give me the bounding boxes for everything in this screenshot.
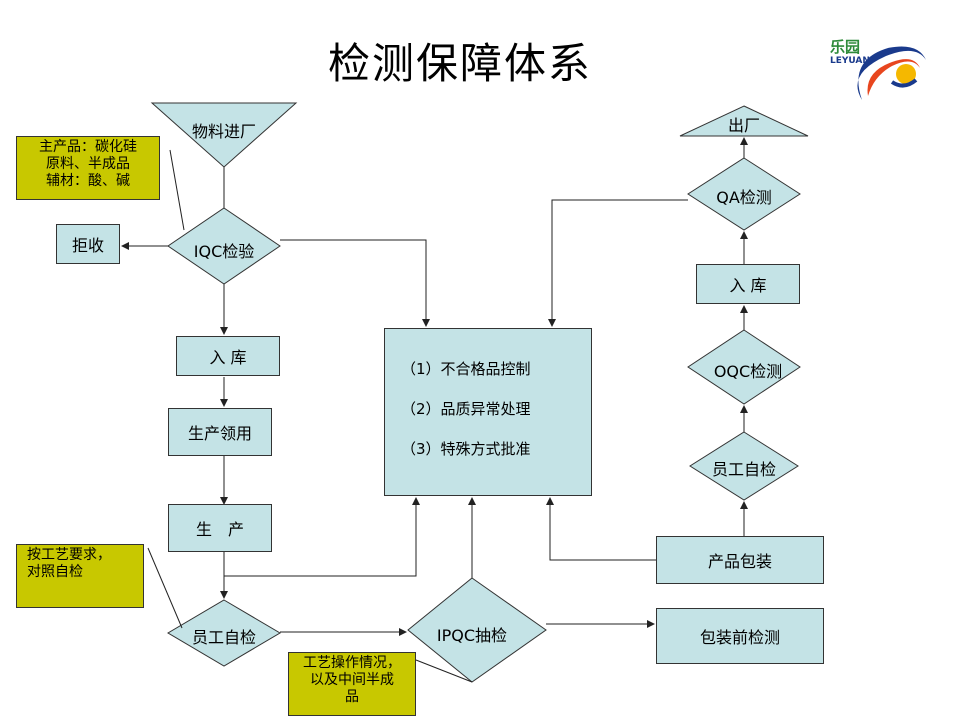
out-label: 出厂 [727,116,760,135]
iqc-label: IQC检验 [193,242,255,261]
process-note: 按工艺要求， 对照自检 [16,544,144,608]
material-in-shape [150,102,298,168]
production-pick-box: 生产领用 [168,408,272,456]
leyuan-logo: 乐园 LEYUAN [826,34,930,104]
control-item: （1）不合格品控制 [401,360,531,378]
quality-control-center: （1）不合格品控制 （2）品质异常处理 （3）特殊方式批准 [384,328,592,496]
qa-shape [687,157,801,231]
page-title: 检测保障体系 [327,39,592,88]
storage-right-box: 入 库 [696,264,800,304]
materials-note: 主产品：碳化硅 原料、半成品 辅材：酸、碱 [16,136,160,200]
oqc-shape [687,329,801,405]
control-item: （2）品质异常处理 [401,400,531,418]
pre-pack-check-box: 包装前检测 [656,608,824,664]
logo-brand: LEYUAN [830,56,870,66]
packaging-box: 产品包装 [656,536,824,584]
logo-text: 乐园 [830,38,861,56]
worker-check-right-shape [689,431,799,501]
ipqc-label: IPQC抽检 [436,626,508,645]
control-item: （3）特殊方式批准 [401,440,531,458]
storage-left-box: 入 库 [176,336,280,376]
oqc-label: OQC检测 [713,362,783,381]
worker-check-left-shape [167,599,281,667]
production-box: 生 产 [168,504,272,552]
worker-check-right-label: 员工自检 [711,460,776,479]
worker-check-left-label: 员工自检 [191,628,256,647]
out-shape [679,105,809,137]
ipqc-note: 工艺操作情况， 以及中间半成 品 [288,652,416,716]
reject-box: 拒收 [56,224,120,264]
qa-label: QA检测 [716,188,772,207]
material-in-label: 物料进厂 [191,122,256,141]
